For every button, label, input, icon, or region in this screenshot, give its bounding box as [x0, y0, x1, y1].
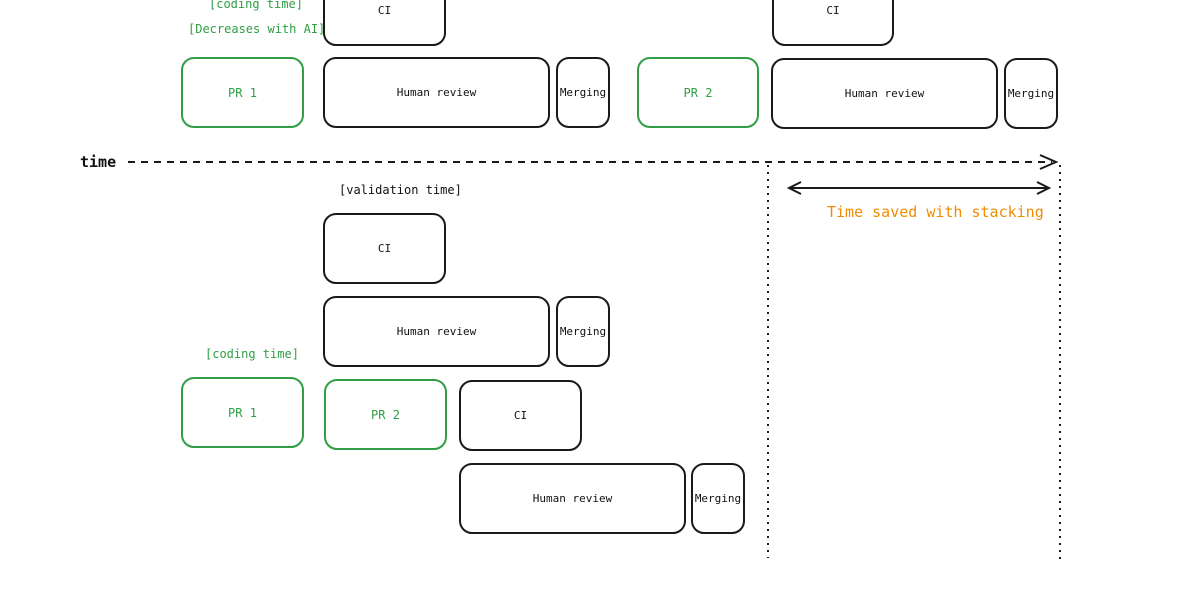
bottom-pr2-box: PR 2: [324, 379, 447, 450]
top-ci-box-1: CI: [323, 0, 446, 46]
time-saved-label: Time saved with stacking: [827, 203, 1044, 221]
top-ci-box-2: CI: [772, 0, 894, 46]
time-axis-arrowhead: [1039, 154, 1059, 170]
savings-arrowhead-right: [1036, 181, 1052, 195]
bottom-coding-time-label: [coding time]: [205, 347, 299, 361]
top-pr1-box: PR 1: [181, 57, 304, 128]
bottom-human-review-box-2: Human review: [459, 463, 686, 534]
top-human-review-box-1: Human review: [323, 57, 550, 128]
top-merging-box-2: Merging: [1004, 58, 1058, 129]
bottom-pr1-box: PR 1: [181, 377, 304, 448]
bottom-merging-box-1: Merging: [556, 296, 610, 367]
savings-arrowhead-left: [786, 181, 802, 195]
top-merging-box-1: Merging: [556, 57, 610, 128]
top-pr2-box: PR 2: [637, 57, 759, 128]
validation-time-label: [validation time]: [339, 183, 462, 197]
top-human-review-box-2: Human review: [771, 58, 998, 129]
top-coding-time-label: [coding time]: [209, 0, 303, 11]
top-decreases-with-ai-label: [Decreases with AI]: [188, 22, 326, 36]
bottom-ci-box-1: CI: [323, 213, 446, 284]
bottom-human-review-box-1: Human review: [323, 296, 550, 367]
time-axis-label: time: [80, 153, 117, 171]
bottom-merging-box-2: Merging: [691, 463, 745, 534]
bottom-ci-box-2: CI: [459, 380, 582, 451]
